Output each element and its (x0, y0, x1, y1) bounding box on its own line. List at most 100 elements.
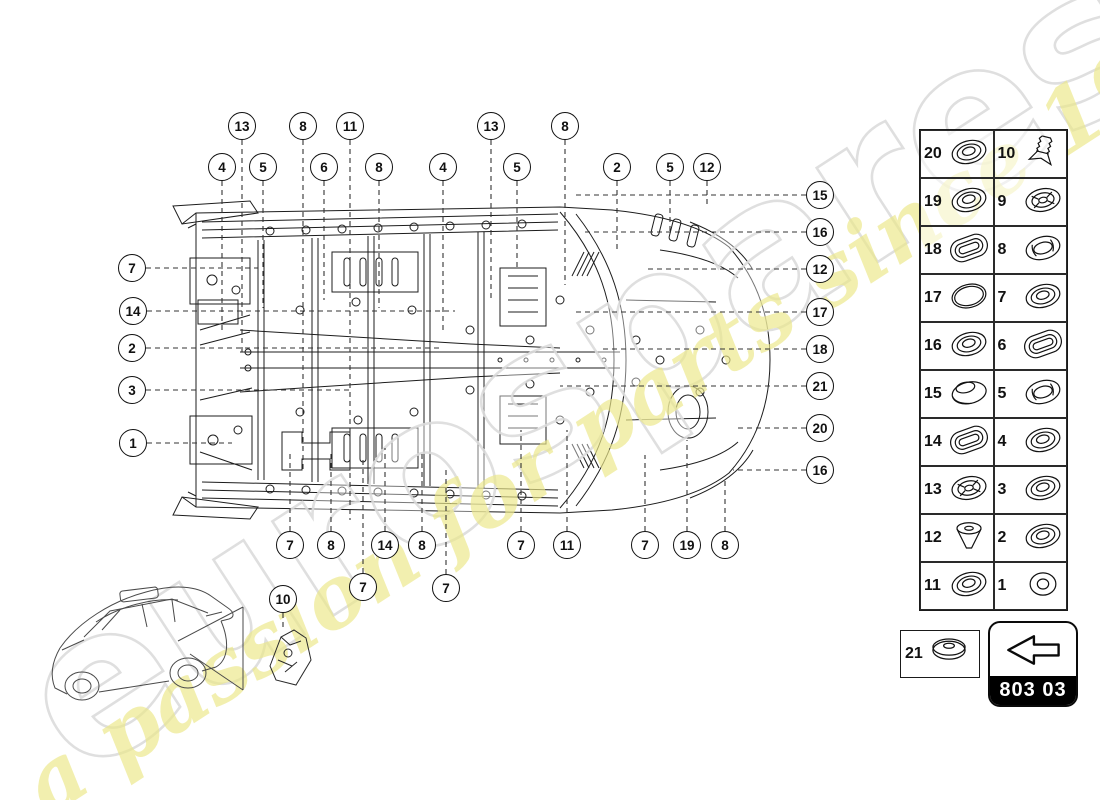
callout-18[interactable]: 18 (806, 335, 834, 363)
callout-4[interactable]: 4 (208, 153, 236, 181)
callout-7[interactable]: 7 (349, 573, 377, 601)
legend-part-number: 15 (924, 385, 942, 402)
callout-21[interactable]: 21 (806, 372, 834, 400)
plug-holes (244, 219, 731, 501)
callout-8[interactable]: 8 (551, 112, 579, 140)
callout-8[interactable]: 8 (711, 531, 739, 559)
part-thumbnail-19 (945, 180, 993, 225)
legend-part-number: 11 (924, 577, 941, 594)
callout-8[interactable]: 8 (317, 531, 345, 559)
part-thumbnail-8 (1019, 228, 1067, 273)
part-thumbnail-6 (1019, 324, 1067, 369)
callout-8[interactable]: 8 (408, 531, 436, 559)
legend-cell-part-16[interactable]: 16 (920, 322, 994, 370)
underbody-drawing (172, 200, 771, 520)
legend-cell-part-20[interactable]: 20 (920, 130, 994, 178)
legend-part-number: 7 (997, 289, 1007, 306)
legend-cell-part-9[interactable]: 9 (993, 178, 1067, 226)
part-thumbnail-10 (1019, 132, 1067, 177)
legend-cell-part-13[interactable]: 13 (920, 466, 994, 514)
callout-7[interactable]: 7 (432, 574, 460, 602)
legend-part-number: 14 (924, 433, 942, 450)
callout-17[interactable]: 17 (806, 298, 834, 326)
part-thumbnail-9 (1019, 180, 1067, 225)
legend-cell-part-4[interactable]: 4 (993, 418, 1067, 466)
callout-7[interactable]: 7 (118, 254, 146, 282)
legend-cell-part-3[interactable]: 3 (993, 466, 1067, 514)
legend-cell-part-17[interactable]: 17 (920, 274, 994, 322)
callout-2[interactable]: 2 (603, 153, 631, 181)
callout-12[interactable]: 12 (693, 153, 721, 181)
callout-5[interactable]: 5 (503, 153, 531, 181)
legend-cell-part-19[interactable]: 19 (920, 178, 994, 226)
callout-6[interactable]: 6 (310, 153, 338, 181)
callout-20[interactable]: 20 (806, 414, 834, 442)
callout-5[interactable]: 5 (249, 153, 277, 181)
part-thumbnail-4 (1019, 420, 1067, 465)
callout-3[interactable]: 3 (118, 376, 146, 404)
callout-leader-lines (146, 140, 806, 628)
legend-cell-part-8[interactable]: 8 (993, 226, 1067, 274)
back-arrow-icon (1007, 634, 1060, 665)
legend-part-number: 10 (997, 145, 1016, 162)
legend-part-number: 6 (997, 337, 1007, 354)
legend-cell-part-7[interactable]: 7 (993, 274, 1067, 322)
callout-11[interactable]: 11 (553, 531, 581, 559)
part-thumbnail-1 (1019, 564, 1067, 609)
legend-cell-part-1[interactable]: 1 (993, 562, 1067, 610)
part-thumbnail-17 (945, 276, 993, 321)
callout-11[interactable]: 11 (336, 112, 364, 140)
legend-part-number: 18 (924, 241, 942, 258)
legend-cell-part-6[interactable]: 6 (993, 322, 1067, 370)
part-thumbnail-7 (1019, 276, 1067, 321)
part-thumbnail-11 (945, 564, 993, 609)
legend-part-number: 9 (997, 193, 1007, 210)
callout-2[interactable]: 2 (118, 334, 146, 362)
legend-cell-part-5[interactable]: 5 (993, 370, 1067, 418)
callout-16[interactable]: 16 (806, 218, 834, 246)
callout-7[interactable]: 7 (507, 531, 535, 559)
legend-cell-part-10[interactable]: 10 (993, 130, 1067, 178)
callout-14[interactable]: 14 (119, 297, 147, 325)
callout-13[interactable]: 13 (477, 112, 505, 140)
legend-item-21[interactable]: 21 (900, 630, 980, 678)
callout-12[interactable]: 12 (806, 255, 834, 283)
legend-part-number: 16 (924, 337, 942, 354)
callout-7[interactable]: 7 (631, 531, 659, 559)
part-code-badge: 803 03 (990, 676, 1076, 705)
callout-16[interactable]: 16 (806, 456, 834, 484)
legend-cell-part-18[interactable]: 18 (920, 226, 994, 274)
legend-part-number: 13 (924, 481, 942, 498)
part-thumbnail-14 (945, 420, 993, 465)
legend-part-number: 2 (997, 529, 1007, 546)
callout-5[interactable]: 5 (656, 153, 684, 181)
callout-14[interactable]: 14 (371, 531, 399, 559)
legend-part-number: 20 (924, 145, 942, 162)
part-thumbnail-18 (945, 228, 993, 273)
callout-4[interactable]: 4 (429, 153, 457, 181)
callout-15[interactable]: 15 (806, 181, 834, 209)
back-nav-box[interactable]: 803 03 (988, 621, 1078, 707)
callout-8[interactable]: 8 (365, 153, 393, 181)
callout-13[interactable]: 13 (228, 112, 256, 140)
callout-7[interactable]: 7 (276, 531, 304, 559)
legend-item-21-number: 21 (905, 645, 923, 662)
car-pointer-lines (177, 606, 244, 691)
legend-part-number: 3 (997, 481, 1007, 498)
legend-part-number: 1 (997, 577, 1007, 594)
callout-10[interactable]: 10 (269, 585, 297, 613)
part-10-sketch (269, 629, 312, 686)
legend-cell-part-14[interactable]: 14 (920, 418, 994, 466)
part-thumbnail-16 (945, 324, 993, 369)
legend-cell-part-15[interactable]: 15 (920, 370, 994, 418)
callout-8[interactable]: 8 (289, 112, 317, 140)
car-thumbnail (51, 586, 234, 701)
legend-cell-part-12[interactable]: 12 (920, 514, 994, 562)
part-thumbnail-2 (1019, 516, 1067, 561)
callout-1[interactable]: 1 (119, 429, 147, 457)
callout-19[interactable]: 19 (673, 531, 701, 559)
legend-cell-part-2[interactable]: 2 (993, 514, 1067, 562)
legend-cell-part-11[interactable]: 11 (920, 562, 994, 610)
